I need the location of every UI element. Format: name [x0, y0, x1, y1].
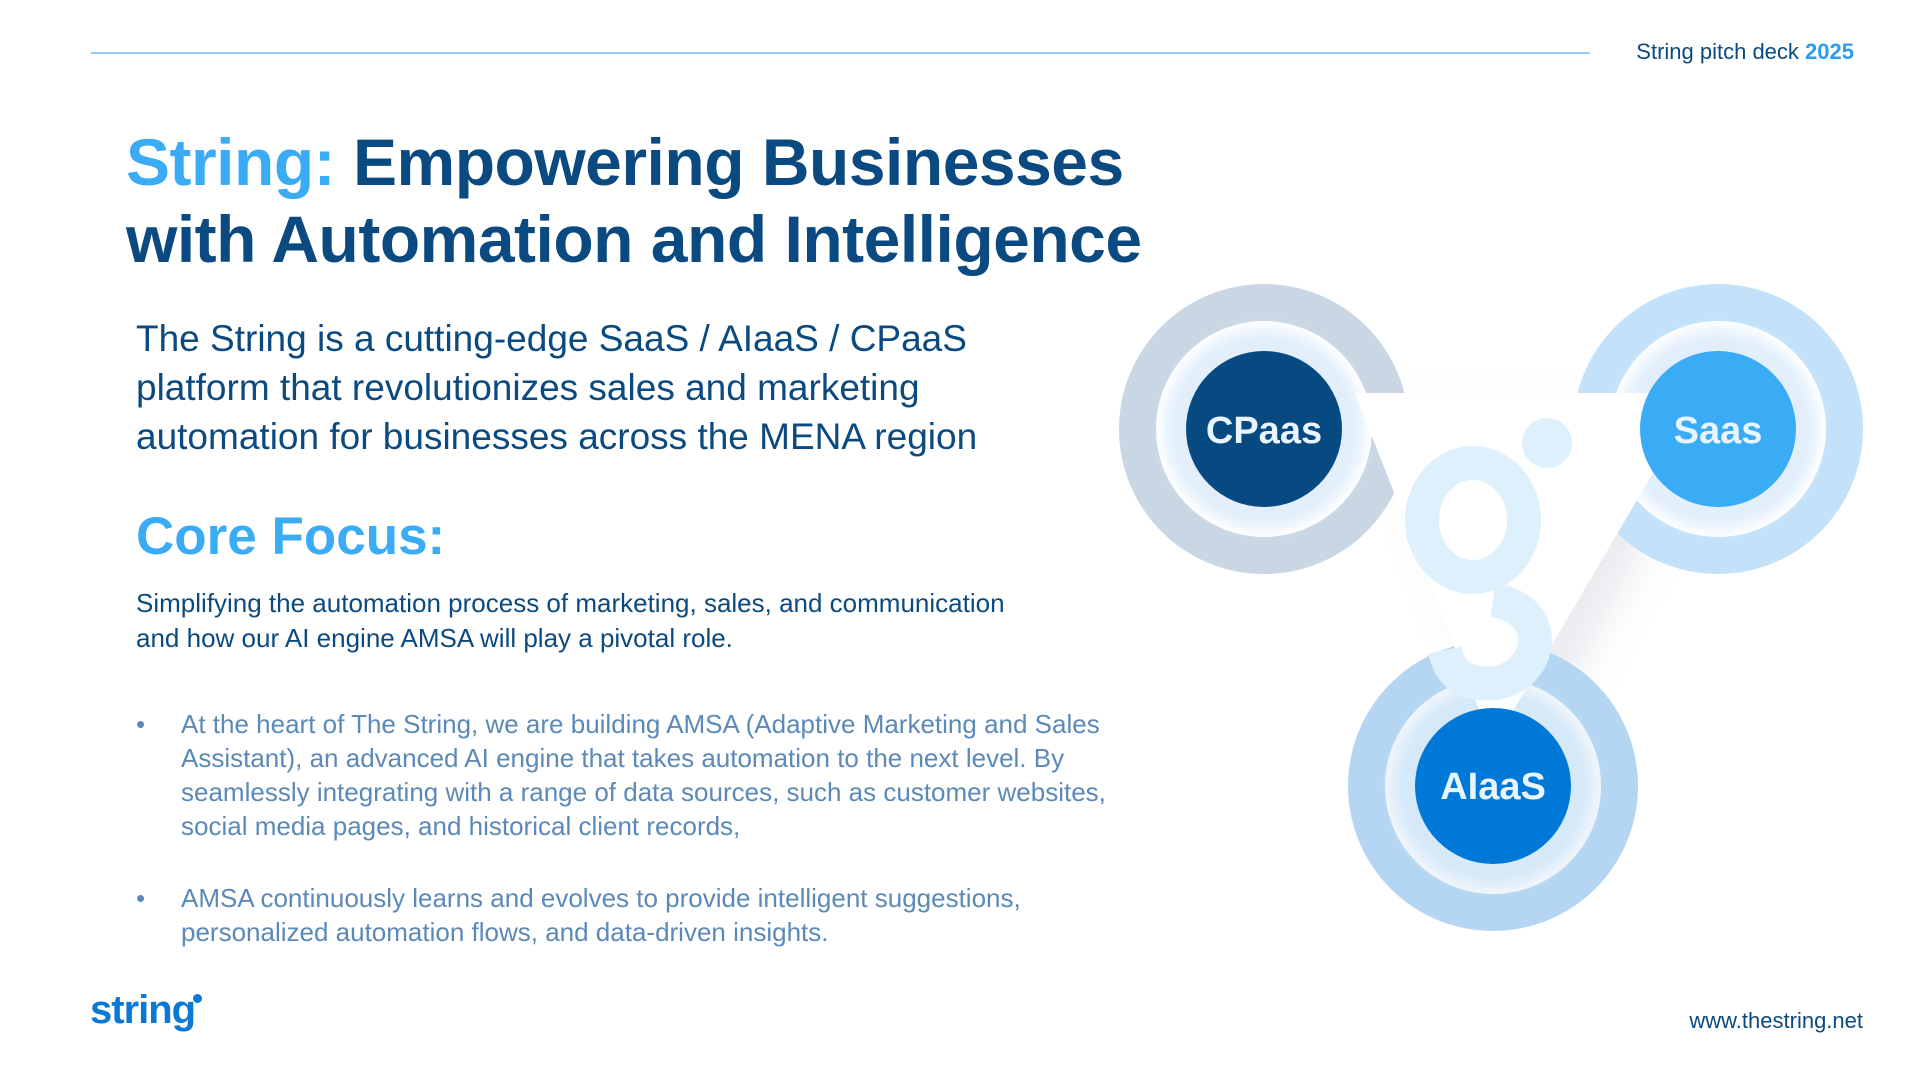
- title-highlight: String:: [126, 125, 336, 199]
- bullet-list-1: • At the heart of The String, we are buil…: [136, 707, 1116, 843]
- bullet-text: AMSA continuously learns and evolves to …: [181, 883, 1021, 947]
- node-saas-label: Saas: [1674, 410, 1763, 452]
- node-cpaas-label: CPaas: [1206, 410, 1322, 452]
- node-saas: Saas: [1640, 351, 1796, 507]
- bullet-dot: •: [136, 709, 146, 739]
- title-line1: Empowering Businesses: [352, 125, 1124, 199]
- node-aiaas-label: AIaaS: [1440, 766, 1546, 808]
- bullet-item: • AMSA continuously learns and evolves to…: [136, 881, 1116, 949]
- deck-label: String pitch deck 2025: [1636, 39, 1854, 64]
- string-logo: string: [90, 988, 203, 1033]
- node-cpaas: CPaas: [1186, 351, 1342, 507]
- bullet-item: • At the heart of The String, we are buil…: [136, 707, 1116, 843]
- bullet-text: At the heart of The String, we are build…: [181, 709, 1106, 841]
- node-aiaas: AIaaS: [1415, 708, 1571, 864]
- string-mark-icon: [1405, 446, 1552, 701]
- logo-dot-icon: [193, 994, 203, 1003]
- bullet-dot: •: [136, 883, 146, 913]
- bullet-list-2: • AMSA continuously learns and evolves to…: [136, 881, 1116, 949]
- core-focus-summary: Simplifying the automation process of ma…: [136, 588, 1005, 653]
- core-focus-heading: Core Focus:: [136, 507, 446, 566]
- page-title: String: Empowering Businesses with Autom…: [126, 124, 1142, 278]
- string-mark-dot: [1522, 418, 1572, 468]
- title-line2: with Automation and Intelligence: [126, 202, 1142, 276]
- website-link[interactable]: www.thestring.net: [1689, 1008, 1863, 1033]
- header-divider: [91, 52, 1590, 54]
- deck-year: 2025: [1805, 39, 1854, 64]
- intro-paragraph: The String is a cutting-edge SaaS / AIaa…: [136, 318, 978, 457]
